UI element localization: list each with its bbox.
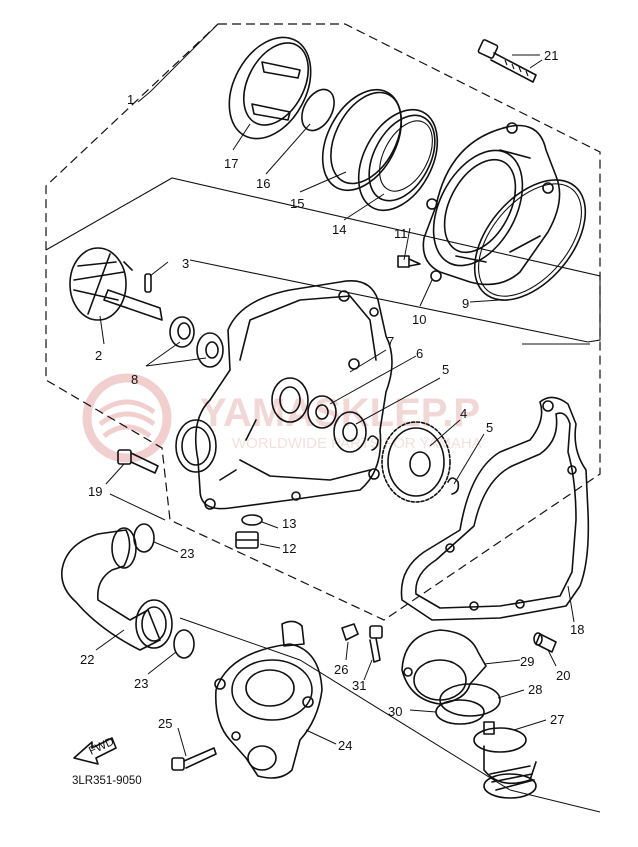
callout-8: 8 bbox=[131, 372, 138, 387]
bolt-25 bbox=[171, 747, 217, 771]
gasket-30 bbox=[435, 699, 485, 725]
callout-31: 31 bbox=[352, 678, 366, 693]
callout-26: 26 bbox=[334, 662, 348, 677]
callout-3: 3 bbox=[182, 256, 189, 271]
callout-7: 7 bbox=[387, 334, 394, 349]
callout-24: 24 bbox=[338, 738, 352, 753]
clip-5 bbox=[447, 477, 460, 495]
callout-numbers: 1 2 3 4 5 5 6 7 8 9 10 11 12 13 14 15 16… bbox=[80, 48, 584, 753]
seals-8 bbox=[169, 316, 224, 368]
pump-cover-10 bbox=[422, 122, 561, 286]
callout-20: 20 bbox=[556, 668, 570, 683]
bolt-31 bbox=[369, 625, 383, 663]
watermark-subtext: WORLDWIDE PARTS FOR YAMAHA bbox=[232, 435, 482, 452]
seal-14 bbox=[357, 108, 439, 212]
callout-11: 11 bbox=[394, 226, 408, 241]
callout-2: 2 bbox=[95, 348, 102, 363]
oring-28 bbox=[439, 683, 501, 717]
callout-13: 13 bbox=[282, 516, 296, 531]
plane-line bbox=[109, 493, 166, 521]
plug-12 bbox=[235, 531, 259, 549]
elbow-pipe-22 bbox=[60, 527, 173, 651]
callout-17: 17 bbox=[224, 156, 238, 171]
bolt-21 bbox=[477, 39, 537, 83]
assembly-boundary bbox=[45, 23, 601, 621]
callout-4: 4 bbox=[460, 406, 467, 421]
callout-6: 6 bbox=[416, 346, 423, 361]
pump-housing bbox=[175, 280, 393, 510]
nut-26 bbox=[341, 623, 359, 641]
screw-11 bbox=[397, 255, 421, 268]
callout-23-upper: 23 bbox=[180, 546, 194, 561]
callout-10: 10 bbox=[412, 312, 426, 327]
thermostat-housing-24 bbox=[214, 620, 323, 779]
callout-19: 19 bbox=[88, 484, 102, 499]
callout-12: 12 bbox=[282, 541, 296, 556]
seal-15 bbox=[321, 88, 403, 192]
callout-27: 27 bbox=[550, 712, 564, 727]
callout-21: 21 bbox=[544, 48, 558, 63]
callout-23-lower: 23 bbox=[134, 676, 148, 691]
clip-5-upper bbox=[367, 435, 379, 451]
oring-23-lower bbox=[173, 629, 195, 659]
callout-29: 29 bbox=[520, 654, 534, 669]
dowel-20 bbox=[533, 632, 557, 653]
pin-3 bbox=[144, 273, 152, 293]
leader-lines bbox=[95, 23, 575, 757]
callout-18: 18 bbox=[570, 622, 584, 637]
oring-9 bbox=[473, 179, 587, 301]
oring-23-upper bbox=[133, 523, 155, 553]
disc-16 bbox=[301, 88, 335, 132]
callout-16: 16 bbox=[256, 176, 270, 191]
plane-line-2 bbox=[179, 617, 511, 791]
gasket-18 bbox=[400, 396, 590, 621]
callout-28: 28 bbox=[528, 682, 542, 697]
fwd-arrow: FWD bbox=[73, 736, 117, 765]
callout-5-lower: 5 bbox=[486, 420, 493, 435]
callout-30: 30 bbox=[388, 704, 402, 719]
watermark-logo-stripes bbox=[98, 399, 156, 439]
watermark-logo bbox=[82, 373, 172, 463]
plane-line-3 bbox=[509, 789, 601, 813]
thermostat-27 bbox=[473, 721, 537, 799]
subassembly-frame bbox=[45, 177, 601, 343]
cover-17 bbox=[228, 36, 312, 140]
bolt-19 bbox=[117, 449, 159, 474]
watermark-text: YAMASKLEP.P bbox=[200, 391, 480, 435]
callout-9: 9 bbox=[462, 296, 469, 311]
gear-4 bbox=[381, 421, 451, 503]
catalog-code: 3LR351-9050 bbox=[72, 775, 142, 787]
callout-1: 1 bbox=[127, 92, 134, 107]
callout-22: 22 bbox=[80, 652, 94, 667]
impeller-2 bbox=[69, 247, 163, 321]
callout-15: 15 bbox=[290, 196, 304, 211]
washer-13 bbox=[241, 514, 263, 526]
callout-25: 25 bbox=[158, 716, 172, 731]
callout-14: 14 bbox=[332, 222, 346, 237]
callout-5-upper: 5 bbox=[442, 362, 449, 377]
